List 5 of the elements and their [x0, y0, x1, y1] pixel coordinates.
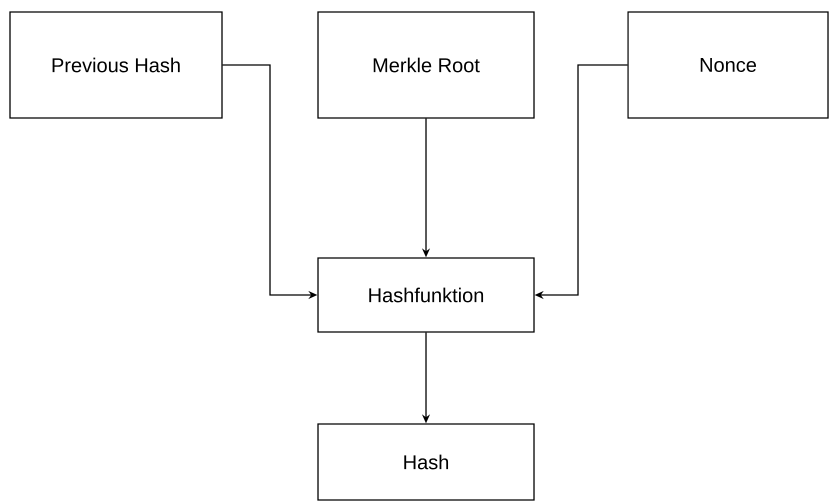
process-box: Nonce — [627, 11, 829, 119]
process-box: Hash — [317, 423, 535, 501]
process-box: Merkle Root — [317, 11, 535, 119]
process-box: Hashfunktion — [317, 257, 535, 333]
process-box: Previous Hash — [9, 11, 223, 119]
